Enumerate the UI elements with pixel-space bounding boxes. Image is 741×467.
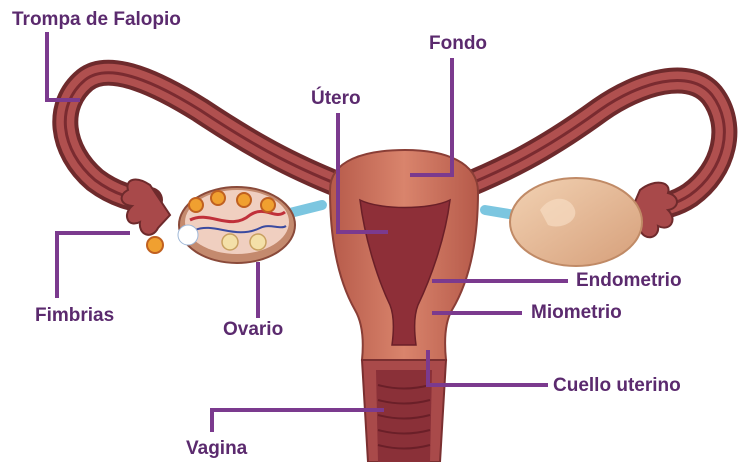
right-ovary <box>510 178 642 266</box>
leader-fimbrias <box>57 233 130 298</box>
label-trompa-de-falopio: Trompa de Falopio <box>12 10 181 29</box>
label-fimbrias: Fimbrias <box>35 306 114 325</box>
label-utero: Útero <box>311 89 361 108</box>
leader-lines <box>47 32 568 432</box>
leader-vagina <box>212 410 384 432</box>
left-ovarian-ligament <box>290 205 322 213</box>
left-ovary <box>147 187 295 263</box>
label-ovario: Ovario <box>223 320 283 339</box>
label-endometrio: Endometrio <box>576 271 682 290</box>
uterus <box>330 150 478 462</box>
label-cuello-uterino: Cuello uterino <box>553 376 681 395</box>
label-vagina: Vagina <box>186 439 247 458</box>
label-fondo: Fondo <box>429 34 487 53</box>
label-miometrio: Miometrio <box>531 303 622 322</box>
